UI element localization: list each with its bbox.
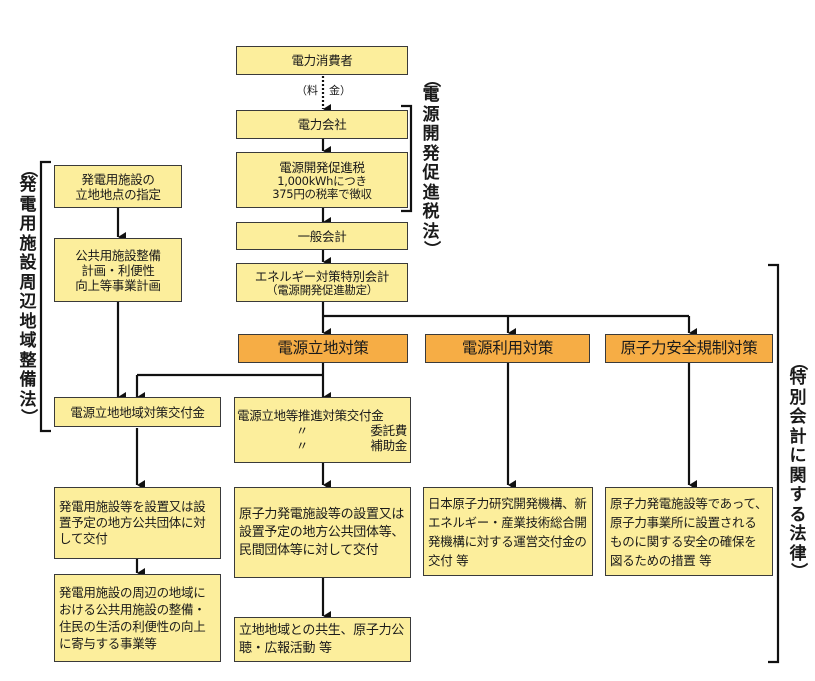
safety-desc-text: 原子力発電施設等であって、原子力事業所に設置されるものに関する安全の確保を図るた…	[610, 495, 768, 568]
vertical-glyph: 施	[19, 233, 37, 254]
vertical-glyph: 周	[19, 272, 37, 293]
box-local-grant-target: 発電用施設等を設置又は設置予定の地方公共団体に対して交付	[54, 487, 221, 559]
box-siting-grant: 電源立地等推進対策交付金 〃 委託費 〃 補助金	[234, 397, 411, 463]
box-development-tax: 電源開発促進税 1,000kWhにつき 375円の税率で徴収	[236, 152, 408, 208]
siting-target-text: 原子力発電施設等の設置又は設置予定の地方公共団体等、民間団体等に対して交付	[239, 506, 405, 558]
category-siting-label: 電源立地対策	[277, 339, 369, 357]
category-usage: 電源利用対策	[425, 334, 590, 363]
designation-line2: 立地地点の指定	[75, 186, 161, 202]
vertical-glyph: （	[18, 160, 38, 178]
vertical-glyph: 計	[789, 426, 807, 447]
vertical-glyph: 域	[19, 331, 37, 351]
category-siting: 電源立地対策	[238, 334, 408, 363]
vertical-glyph: 電	[422, 85, 440, 105]
box-safety-desc: 原子力発電施設等であって、原子力事業所に設置されるものに関する安全の確保を図るた…	[605, 487, 773, 576]
category-safety: 原子力安全規制対策	[605, 334, 773, 363]
tax-title: 電源開発促進税	[279, 159, 365, 175]
subsidy-label: 補助金	[370, 437, 407, 453]
vertical-glyph: 電	[19, 194, 37, 215]
vertical-glyph: （	[788, 353, 808, 371]
vertical-glyph: （	[421, 70, 441, 88]
plan-line2: 計画・利便性	[81, 262, 155, 278]
vertical-glyph: 整	[19, 350, 37, 371]
law-label-special-text: （特別会計に関する法律）	[788, 353, 808, 580]
box-siting-target: 原子力発電施設等の設置又は設置予定の地方公共団体等、民間団体等に対して交付	[234, 487, 411, 578]
tax-rate-line2: 375円の税率で徴収	[272, 186, 372, 201]
vertical-glyph: 律	[789, 543, 807, 564]
vertical-glyph: 法	[19, 389, 37, 410]
box-power-company: 電力会社	[236, 110, 408, 139]
vertical-glyph: に	[789, 446, 807, 466]
bracket-special-law	[768, 263, 780, 664]
vertical-glyph: 発	[19, 175, 37, 195]
ditto-mark-1: 〃	[295, 422, 309, 438]
vertical-glyph: 辺	[19, 292, 37, 312]
vertical-glyph: 会	[789, 407, 807, 427]
bracket-tax-law	[401, 104, 413, 213]
special-account-sub: （電源開発促進勘定）	[266, 282, 378, 297]
vertical-glyph: 地	[19, 311, 37, 332]
vertical-glyph: す	[789, 485, 807, 505]
vertical-glyph: 特	[789, 368, 807, 388]
box-siting-activities: 立地地域との共生、原子力公聴・広報活動 等	[234, 617, 411, 662]
fee-label-open: （料	[296, 84, 318, 97]
category-usage-label: 電源利用対策	[461, 339, 554, 357]
vertical-glyph: ）	[421, 240, 441, 258]
box-facility-plan: 公共用施設整備 計画・利便性 向上等事業計画	[54, 238, 182, 302]
law-label-left-text: （発電用施設周辺地域整備法）	[18, 160, 38, 426]
vertical-glyph: 促	[422, 163, 440, 183]
vertical-glyph: る	[789, 504, 807, 525]
box-local-grant: 電源立地地域対策交付金	[54, 397, 221, 427]
local-grant-target-text: 発電用施設等を設置又は設置予定の地方公共団体に対して交付	[59, 499, 206, 546]
power-company-label: 電力会社	[297, 117, 347, 132]
law-label-tax-text: （電源開発促進税法）	[421, 70, 441, 258]
subsidy-row: 〃 補助金	[235, 438, 410, 453]
bracket-left-law	[39, 160, 51, 433]
law-label-special: （特別会計に関する法律）	[788, 353, 808, 580]
category-safety-label: 原子力安全規制対策	[620, 339, 758, 357]
box-special-account: エネルギー対策特別会計 （電源開発促進勘定）	[236, 263, 408, 302]
box-power-consumer: 電力消費者	[236, 46, 408, 75]
law-label-tax: （電源開発促進税法）	[421, 70, 441, 258]
vertical-glyph: ）	[788, 562, 808, 580]
tax-rate-line1: 1,000kWhにつき	[277, 173, 367, 188]
special-account-label: エネルギー対策特別会計	[254, 268, 390, 284]
plan-line3: 向上等事業計画	[75, 277, 161, 293]
vertical-glyph: 進	[422, 182, 440, 203]
vertical-glyph: 源	[422, 104, 440, 125]
fee-label-close: 金）	[329, 84, 351, 97]
vertical-glyph: 法	[422, 221, 440, 242]
siting-grant-label: 電源立地等推進対策交付金	[237, 407, 384, 423]
usage-desc-text: 日本原子力研究開発機構、新エネルギー・産業技術総合開発機構に対する運営交付金の交…	[428, 495, 587, 568]
local-grant-label: 電源立地地域対策交付金	[70, 404, 205, 420]
plan-line1: 公共用施設整備	[75, 247, 161, 263]
law-label-left: （発電用施設周辺地域整備法）	[18, 160, 38, 426]
vertical-glyph: 用	[19, 214, 37, 234]
box-site-designation: 発電用施設の 立地地点の指定	[54, 165, 182, 208]
vertical-glyph: 備	[19, 370, 37, 390]
vertical-glyph: 設	[19, 253, 37, 273]
box-usage-desc: 日本原子力研究開発機構、新エネルギー・産業技術総合開発機構に対する運営交付金の交…	[423, 487, 593, 576]
box-general-account: 一般会計	[236, 222, 408, 250]
vertical-glyph: 法	[789, 524, 807, 544]
vertical-glyph: 別	[789, 387, 807, 408]
power-consumer-label: 電力消費者	[291, 53, 353, 68]
vertical-glyph: 関	[789, 465, 807, 486]
box-local-projects: 発電用施設の周辺の地域における公共用施設の整備・住民の生活の利便性の向上に寄与す…	[54, 574, 221, 662]
consign-row: 〃 委託費	[235, 423, 410, 438]
local-projects-text: 発電用施設の周辺の地域における公共用施設の整備・住民の生活の利便性の向上に寄与す…	[59, 585, 206, 651]
consign-label: 委託費	[370, 422, 407, 438]
vertical-glyph: 開	[422, 124, 440, 144]
vertical-glyph: ）	[18, 408, 38, 426]
general-account-label: 一般会計	[297, 228, 347, 244]
vertical-glyph: 税	[422, 202, 440, 222]
ditto-mark-2: 〃	[295, 437, 309, 453]
vertical-glyph: 発	[422, 143, 440, 164]
designation-line1: 発電用施設の	[81, 171, 155, 187]
siting-activities-text: 立地地域との共生、原子力公聴・広報活動 等	[239, 622, 404, 656]
